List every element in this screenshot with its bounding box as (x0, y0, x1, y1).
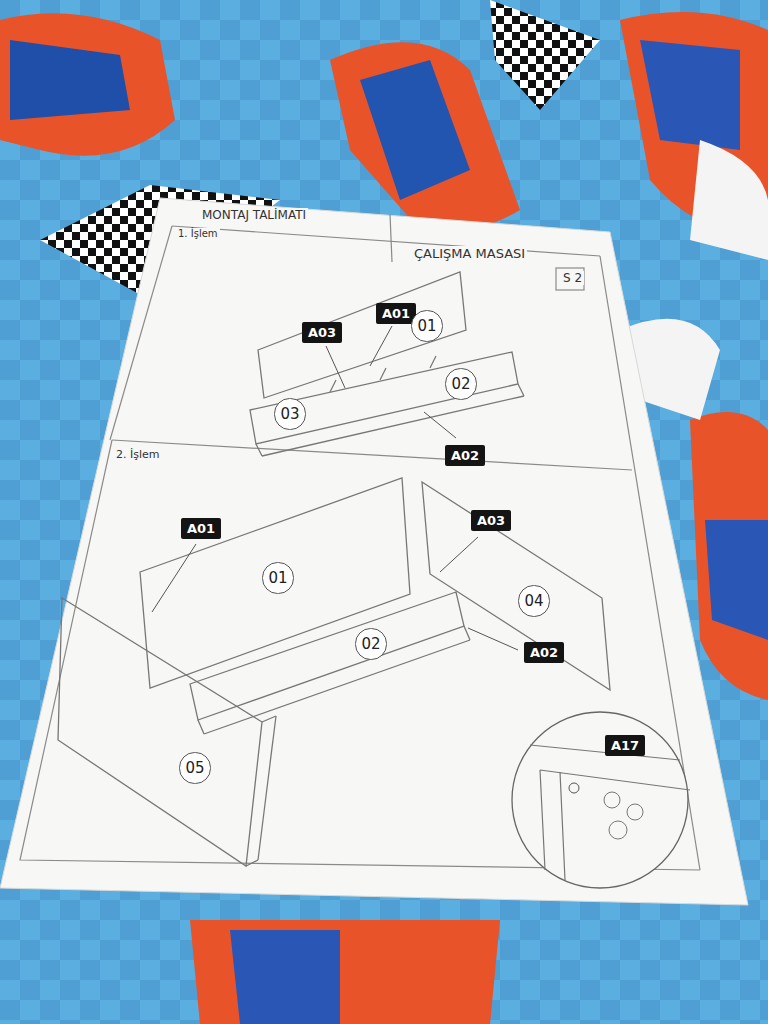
step1-leader-lines (326, 326, 456, 438)
part-code-tag: A02 (445, 445, 485, 466)
product-name: ÇALIŞMA MASASI (412, 246, 527, 261)
part-code-tag: A03 (302, 322, 342, 343)
node-text: A01 (382, 306, 410, 321)
part-code-tag: A03 (471, 510, 511, 531)
node-text: A17 (611, 738, 639, 753)
callout-number: 04 (518, 585, 549, 616)
step-heading: 1. İşlem (176, 228, 220, 239)
node-text: A03 (477, 513, 505, 528)
car-prints (0, 12, 768, 1024)
callout-number: 05 (179, 752, 210, 783)
node-text: 05 (185, 759, 204, 777)
callout-number: 03 (274, 398, 305, 429)
node-text: A01 (187, 521, 215, 536)
page-number: S 2 (561, 271, 584, 285)
part-code-tag: A02 (524, 642, 564, 663)
instruction-sheet (0, 198, 748, 905)
callout-number: 02 (355, 628, 386, 659)
node-text: A03 (308, 325, 336, 340)
node-text: 03 (280, 405, 299, 423)
node-text: 04 (524, 592, 543, 610)
detail-magnifier (512, 712, 690, 888)
callout-number: 01 (262, 562, 293, 593)
node-text: A02 (530, 645, 558, 660)
node-text: 01 (417, 317, 436, 335)
node-text: 01 (268, 569, 287, 587)
callout-number: 02 (445, 368, 476, 399)
step1-parts (250, 272, 524, 456)
part-code-tag: A01 (376, 303, 416, 324)
callout-number: 01 (411, 310, 442, 341)
part-code-tag: A17 (605, 735, 645, 756)
step-heading: 2. İşlem (114, 448, 162, 461)
node-text: 02 (451, 375, 470, 393)
node-text: A02 (451, 448, 479, 463)
sheet-title: MONTAJ TALİMATI (200, 208, 308, 222)
part-code-tag: A01 (181, 518, 221, 539)
node-text: 02 (361, 635, 380, 653)
